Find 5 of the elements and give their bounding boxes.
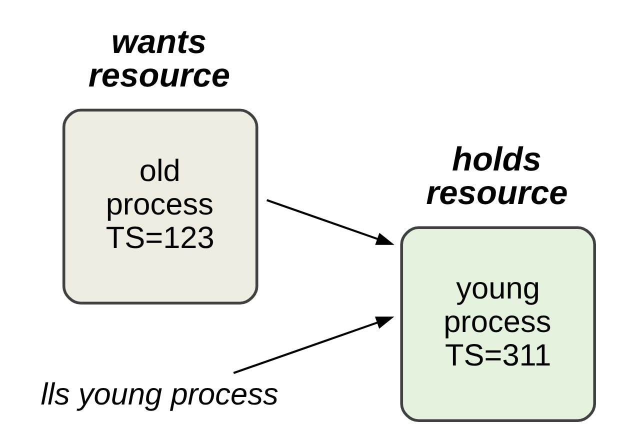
node-label: holds resource [426, 142, 568, 212]
arrow [233, 316, 394, 374]
node-label: wants resource [88, 24, 230, 95]
arrow [266, 199, 394, 245]
node-text: lls young process [40, 376, 278, 412]
